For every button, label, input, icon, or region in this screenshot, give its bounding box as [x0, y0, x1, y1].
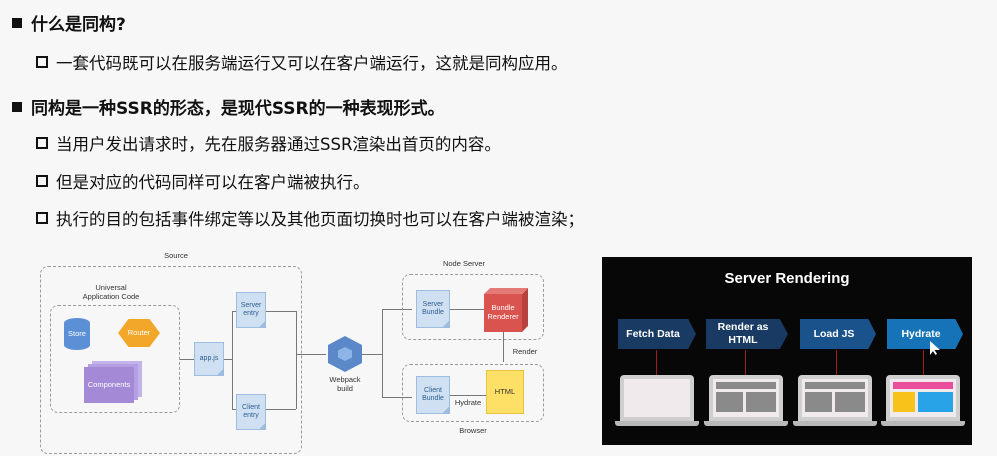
webpack-icon [328, 336, 362, 372]
step-load-js: Load JS [800, 319, 876, 349]
arrow-line [382, 309, 412, 310]
browser-label: Browser [459, 426, 487, 435]
arrow-line [266, 311, 296, 312]
render-arrow [503, 332, 504, 362]
bundle-renderer-label: Bundle Renderer [487, 303, 519, 321]
connector-line [656, 350, 657, 375]
square-bullet-icon [12, 101, 22, 112]
laptop-gray-layout-icon [793, 375, 877, 426]
hydrate-label: Hydrate [454, 398, 482, 407]
heading-text: 同构是一种SSR的形态，是现代SSR的一种表现形式。 [31, 99, 445, 119]
step-render-html: Render as HTML [706, 319, 788, 349]
connector-line [923, 350, 924, 375]
arrow-line [224, 359, 232, 360]
connector-line [836, 350, 837, 375]
bullet-item: 当用户发出请求时，先在服务器通过SSR渲染出首页的内容。 [36, 131, 501, 155]
mouse-cursor-icon [930, 341, 940, 355]
arrow-line [232, 311, 236, 312]
store-icon: Store [64, 318, 90, 350]
arrow-line [296, 354, 326, 355]
node-server-box [402, 274, 544, 340]
laptop-gray-layout-icon [704, 375, 788, 426]
server-rendering-title: Server Rendering [724, 270, 850, 287]
arrow-line [382, 309, 383, 397]
hollow-square-bullet-icon [36, 137, 48, 149]
source-box [40, 266, 302, 454]
bullet-text: 一套代码既可以在服务端运行又可以在客户端运行，这就是同构应用。 [56, 54, 568, 73]
arrow-line [232, 409, 236, 410]
hollow-square-bullet-icon [36, 175, 48, 187]
bullet-item: 一套代码既可以在服务端运行又可以在客户端运行，这就是同构应用。 [36, 50, 568, 74]
server-rendering-panel: Server Rendering Fetch Data Render as HT… [602, 257, 972, 445]
connector-line [745, 350, 746, 375]
step-fetch-data: Fetch Data [618, 319, 696, 349]
laptop-blank-icon [615, 375, 699, 426]
square-bullet-icon [12, 17, 22, 28]
components-label: Components [87, 379, 131, 389]
hollow-square-bullet-icon [36, 212, 48, 224]
server-bundle-note: Server Bundle [416, 290, 450, 328]
heading-isomorphic: 什么是同构? [12, 10, 126, 35]
hydrate-arrow [450, 395, 486, 396]
components-stack-icon: Components [84, 361, 144, 405]
arrow-line [362, 354, 382, 355]
arrow-line [450, 309, 484, 310]
html-label: HTML [494, 386, 516, 396]
heading-text: 什么是同构? [31, 15, 126, 35]
node-server-label: Node Server [442, 259, 486, 268]
bullet-item: 执行的目的包括事件绑定等以及其他页面切换时也可以在客户端被渲染； [36, 206, 584, 230]
hollow-square-bullet-icon [36, 56, 48, 68]
bullet-item: 但是对应的代码同样可以在客户端被执行。 [36, 169, 370, 193]
appjs-note: app.js [194, 342, 224, 376]
arrow-line [180, 359, 194, 360]
bullet-text: 但是对应的代码同样可以在客户端被执行。 [56, 173, 370, 192]
client-entry-note: Client entry [236, 394, 266, 430]
webpack-label: Webpack build [329, 375, 361, 393]
router-label: Router [127, 327, 151, 337]
server-entry-note: Server entry [236, 292, 266, 328]
render-label: Render [512, 347, 538, 356]
arrow-line [296, 311, 297, 409]
store-label: Store [68, 328, 86, 338]
laptop-colored-layout-icon [881, 375, 965, 426]
arrow-line [232, 311, 233, 409]
universal-box [50, 305, 180, 413]
browser-box [402, 364, 544, 422]
client-bundle-note: Client Bundle [416, 376, 450, 414]
html-note: HTML [486, 370, 524, 414]
heading-ssr: 同构是一种SSR的形态，是现代SSR的一种表现形式。 [12, 94, 445, 119]
bullet-text: 当用户发出请求时，先在服务器通过SSR渲染出首页的内容。 [56, 135, 501, 154]
source-label: Source [164, 251, 188, 260]
ssr-architecture-diagram: Source Universal Application Code Store … [36, 248, 556, 456]
arrow-line [266, 409, 296, 410]
bundle-renderer-cube-icon: Bundle Renderer [484, 288, 528, 332]
universal-label: Universal Application Code [82, 283, 140, 301]
bullet-text: 执行的目的包括事件绑定等以及其他页面切换时也可以在客户端被渲染； [56, 210, 584, 229]
step-hydrate: Hydrate [887, 319, 963, 349]
arrow-line [382, 397, 412, 398]
